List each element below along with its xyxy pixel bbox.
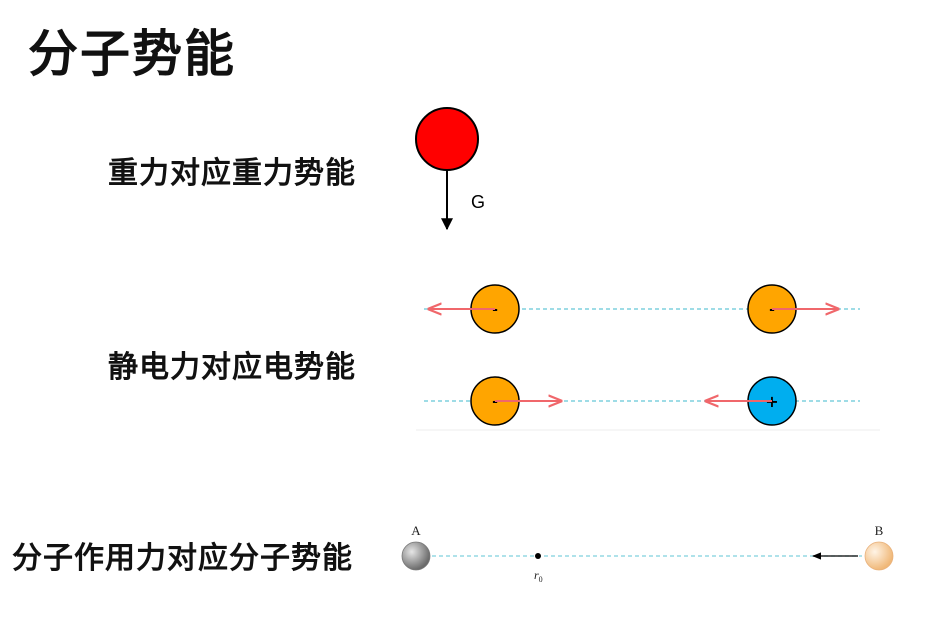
- gravity-row-label: 重力对应重力势能: [108, 156, 356, 191]
- molecule-a: [401, 541, 431, 571]
- top-left-charge-sign: -: [492, 302, 498, 318]
- molecule-b: [864, 541, 894, 571]
- gravity-group: G: [415, 107, 485, 231]
- page-title: 分子势能: [28, 25, 236, 83]
- r0-label: r0: [534, 568, 543, 584]
- electric-group: - - - +: [416, 270, 880, 431]
- molecular-group: A r0 B: [401, 523, 894, 584]
- molecule-b-label: B: [875, 523, 884, 538]
- r0-point: [535, 553, 541, 559]
- electric-row-label: 静电力对应电势能: [108, 350, 356, 385]
- r0-subscript: 0: [539, 575, 543, 584]
- molecular-row-label: 分子作用力对应分子势能: [12, 541, 353, 576]
- gravity-ball: [415, 107, 479, 171]
- molecule-a-label: A: [411, 523, 421, 538]
- r0-symbol: r: [534, 568, 539, 582]
- gravity-force-label: G: [471, 192, 485, 212]
